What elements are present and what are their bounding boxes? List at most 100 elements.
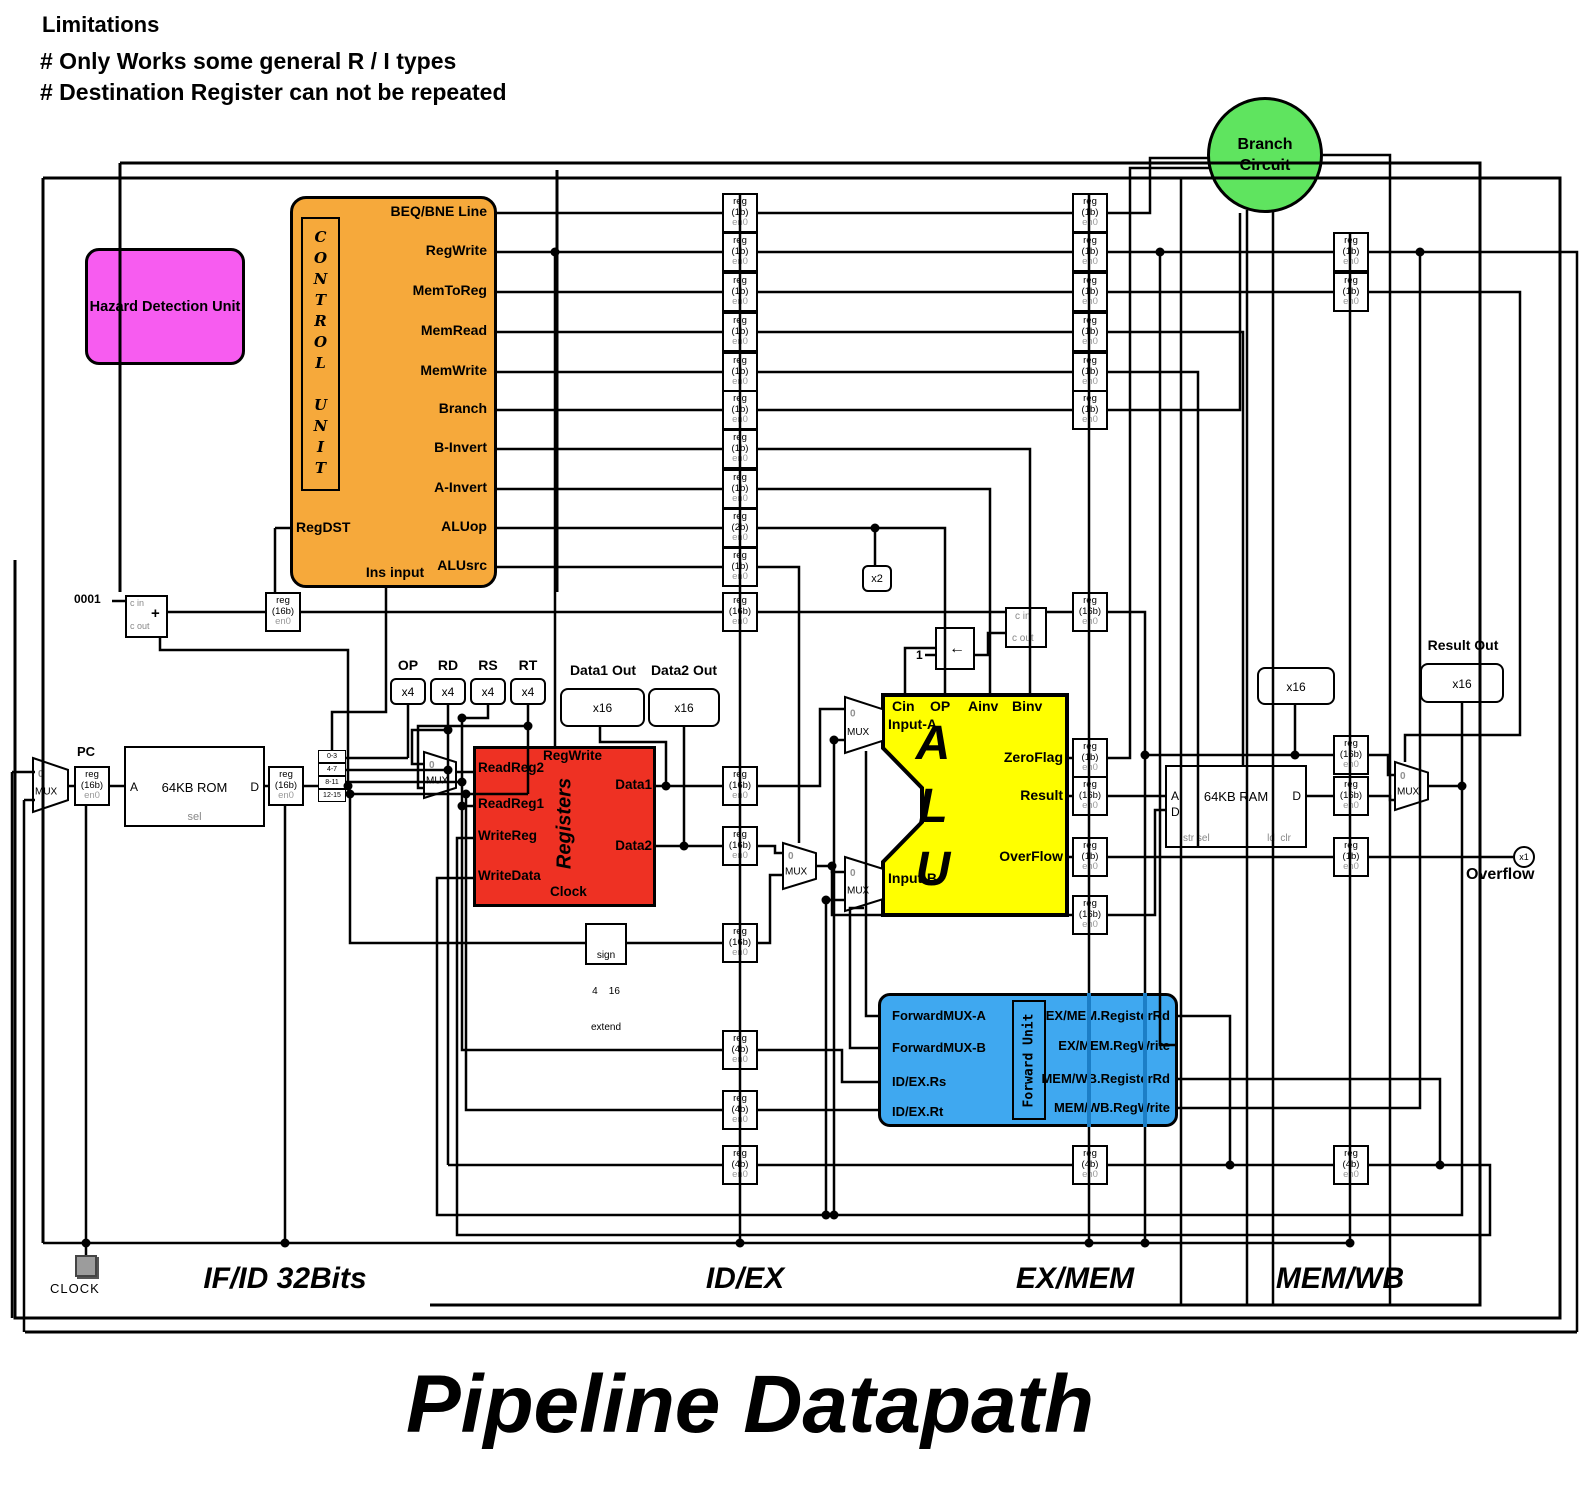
- pipeline-register: reg(1b)en0: [722, 547, 758, 587]
- stage-label-ifid: IF/ID 32Bits: [203, 1262, 367, 1295]
- hazard-detection-unit-label: Hazard Detection Unit: [89, 298, 241, 315]
- alu-ainv-port: Ainv: [968, 698, 999, 714]
- control-output-label: Branch: [438, 400, 487, 416]
- left-arrow-icon: ←: [949, 640, 965, 657]
- alu-letter-u: U: [915, 843, 951, 896]
- stage-label-idex: ID/EX: [705, 1262, 785, 1295]
- instruction-field-label: RS: [478, 657, 498, 673]
- alu-letter-a: A: [915, 717, 951, 770]
- pipeline-register: reg(1b)en0: [1333, 837, 1369, 877]
- ram-ctrl-left-label: str sel: [1183, 833, 1210, 844]
- branch-adder-cin-label: c in: [1015, 611, 1031, 622]
- alu-zeroflag-port: ZeroFlag: [1003, 749, 1063, 765]
- forward-unit-title: Forward Unit: [1021, 1013, 1037, 1107]
- registers-data2-port: Data2: [615, 838, 652, 853]
- limitations-title: Limitations: [42, 12, 160, 37]
- pipeline-register: reg(16b)en0: [1072, 895, 1108, 935]
- clock-label: CLOCK: [50, 1281, 100, 1296]
- stage-label-memwb: MEM/WB: [1275, 1262, 1405, 1295]
- rom: A 64KB ROM D sel: [124, 746, 265, 827]
- ram-data-out-port: D: [1292, 789, 1301, 803]
- pipeline-register: reg(16b)en0: [268, 766, 304, 806]
- sign-extend-line2: 4 16: [592, 986, 620, 997]
- rom-sel-port: sel: [187, 811, 202, 823]
- instruction-field-width-box: x4: [430, 678, 466, 705]
- instruction-field-width-box: x4: [470, 678, 506, 705]
- pipeline-register: reg(1b)en0: [1072, 232, 1108, 272]
- pc-adder-cin-label: c in: [130, 598, 145, 608]
- page-title: Pipeline Datapath: [405, 1359, 1095, 1450]
- pc-adder: c in + c out: [125, 595, 168, 638]
- pipeline-register: reg(2b)en0: [722, 508, 758, 548]
- splitter-row: 4-7: [318, 763, 346, 776]
- pipeline-register: reg(16b)en0: [1072, 592, 1108, 632]
- instruction-field-width-box: x4: [510, 678, 546, 705]
- overflow-label: Overflow: [1466, 866, 1535, 883]
- ram-name: 64KB RAM: [1203, 789, 1269, 804]
- splitter-row: 8-11: [318, 776, 346, 789]
- pipeline-register: reg(1b)en0: [722, 390, 758, 430]
- alu-result-port: Result: [1020, 787, 1063, 803]
- carry-adder: ←: [935, 627, 975, 670]
- ram-data-in-port: D: [1171, 805, 1180, 819]
- registers-readreg2-port: ReadReg2: [478, 760, 545, 775]
- pipeline-register: reg(1b)en0: [1072, 390, 1108, 430]
- control-output-label: ALUop: [441, 518, 487, 534]
- registers-data1-port: Data1: [615, 777, 652, 792]
- forward-port-fwdmux-a: ForwardMUX-A: [892, 1008, 986, 1023]
- pipeline-register: reg(16b)en0: [1333, 776, 1369, 816]
- registers-title: Registers: [553, 777, 576, 870]
- overflow-width-circle: x1: [1513, 846, 1535, 868]
- instruction-field-width-box: x4: [390, 678, 426, 705]
- pipeline-register: reg(1b)en0: [722, 469, 758, 509]
- control-unit-title: CONTROL UNIT: [311, 228, 330, 480]
- pipeline-register: reg(4b)en0: [722, 1030, 758, 1070]
- pipeline-register: reg(1b)en0: [1333, 232, 1369, 272]
- pipeline-register: reg(1b)en0: [1072, 193, 1108, 233]
- pipeline-register: reg(1b)en0: [1072, 272, 1108, 312]
- forward-port-fwdmux-b: ForwardMUX-B: [892, 1040, 986, 1055]
- carry-one-constant: 1: [916, 648, 923, 662]
- data2-out-width-box: x16: [648, 688, 720, 727]
- plus-icon: +: [151, 605, 160, 622]
- clock-button[interactable]: [75, 1255, 97, 1277]
- control-output-label: ALUsrc: [437, 557, 487, 573]
- limitation-item-2: # Destination Register can not be repeat…: [40, 79, 507, 105]
- forward-port-memwb-regwrite: MEM/WB.RegWrite: [1053, 1100, 1170, 1115]
- alu-overflow-port: OverFlow: [999, 848, 1063, 864]
- rom-name: 64KB ROM: [161, 780, 228, 795]
- sign-extend-line1: sign: [596, 950, 616, 961]
- pipeline-register: reg(16b)en0: [1072, 776, 1108, 816]
- instruction-field-label: RD: [437, 657, 459, 673]
- pipeline-register: reg(1b)en0: [1072, 312, 1108, 352]
- forward-port-idex-rt: ID/EX.Rt: [892, 1104, 944, 1119]
- pipeline-register: reg(16b)en0: [1333, 735, 1369, 775]
- control-output-label: RegWrite: [425, 242, 487, 258]
- pipeline-register: reg(1b)en0: [1072, 352, 1108, 392]
- splitter-row: 12-15: [318, 789, 346, 802]
- branch-adder-cout-label: c out: [1012, 633, 1034, 644]
- hazard-detection-unit: Hazard Detection Unit: [85, 248, 245, 365]
- alu-title: A L U: [900, 712, 966, 901]
- forward-port-exmem-rd: EX/MEM.RegisterRd: [1045, 1008, 1170, 1023]
- ram-width-box: x16: [1257, 667, 1335, 705]
- branch-circuit: Branch Circuit: [1207, 97, 1323, 213]
- data1-out-label: Data1 Out: [569, 662, 637, 678]
- splitter-row: 0-3: [318, 750, 346, 763]
- sign-extend-line3: extend: [590, 1022, 622, 1033]
- pipeline-register: reg(4b)en0: [1333, 1145, 1369, 1185]
- pipeline-register: reg(4b)en0: [722, 1145, 758, 1185]
- forward-port-memwb-rd: MEM/WB.RegisterRd: [1041, 1071, 1170, 1086]
- branch-adder: c in c out: [1005, 607, 1047, 648]
- pipeline-register: reg(1b)en0: [722, 352, 758, 392]
- pipeline-register: reg(1b)en0: [1333, 272, 1369, 312]
- pc-adder-cout-label: c out: [130, 621, 150, 631]
- pipeline-register: reg(16b)en0: [74, 766, 110, 806]
- pipeline-register: reg(1b)en0: [1072, 738, 1108, 778]
- data1-out-width-box: x16: [560, 688, 645, 727]
- result-out-width-box: x16: [1420, 663, 1504, 703]
- pipeline-register: reg(4b)en0: [1072, 1145, 1108, 1185]
- result-out-label: Result Out: [1427, 637, 1499, 653]
